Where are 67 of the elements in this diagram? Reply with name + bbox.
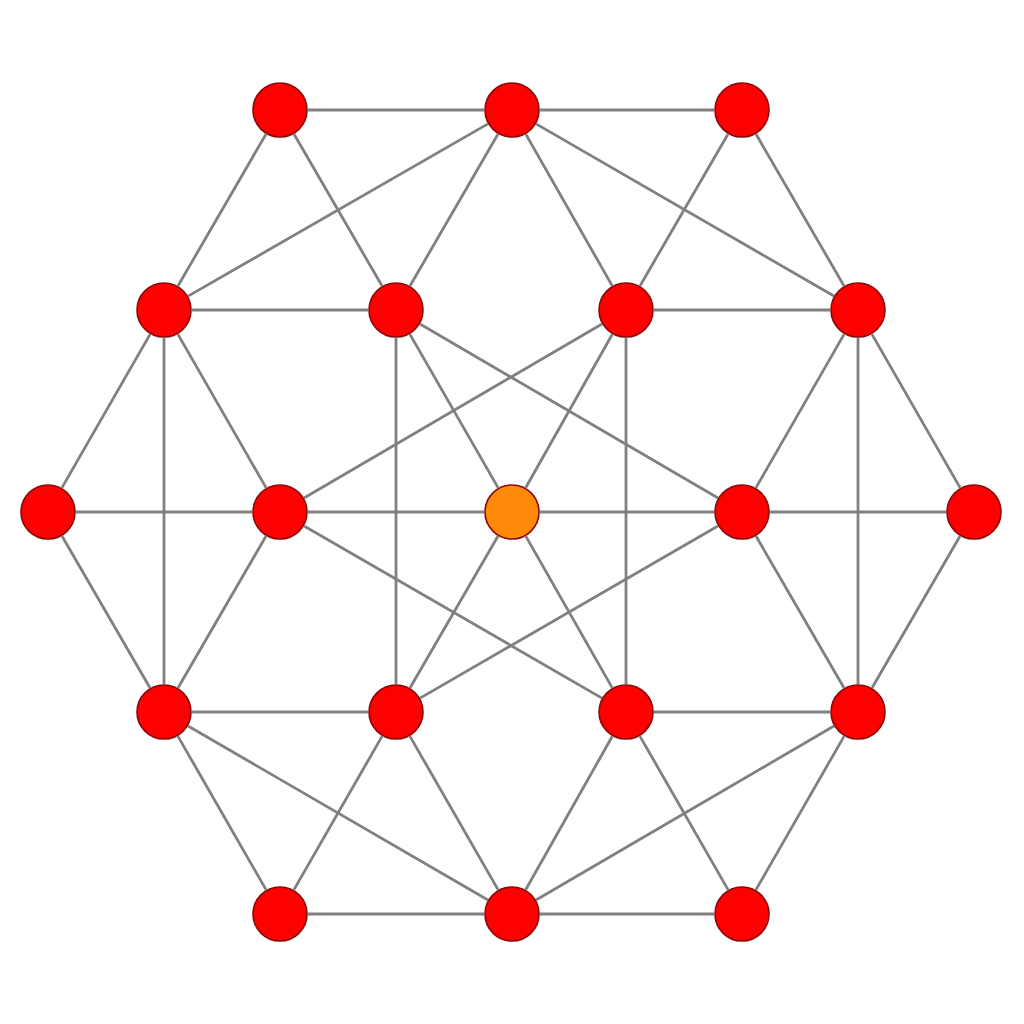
node-circle bbox=[368, 282, 424, 338]
edge-line bbox=[539, 912, 715, 916]
edge-line bbox=[307, 108, 485, 112]
edge-line bbox=[394, 337, 398, 685]
edge-line bbox=[870, 535, 962, 689]
node-circle bbox=[484, 484, 540, 540]
edge-line bbox=[408, 133, 500, 287]
node-circle bbox=[252, 82, 308, 138]
node-circle bbox=[484, 886, 540, 942]
node-circle bbox=[830, 282, 886, 338]
edge-line bbox=[524, 735, 614, 891]
edge-line bbox=[856, 337, 860, 685]
edge-line bbox=[539, 510, 715, 514]
node-circle bbox=[830, 684, 886, 740]
edge-line bbox=[524, 333, 614, 489]
edge-line bbox=[408, 333, 500, 489]
edge-line bbox=[75, 510, 253, 514]
edge-line bbox=[187, 122, 489, 298]
edge-line bbox=[191, 710, 369, 714]
node-circle bbox=[136, 684, 192, 740]
edge-line bbox=[419, 524, 719, 700]
edge-line bbox=[539, 108, 715, 112]
edge-line bbox=[408, 735, 500, 891]
node-circle bbox=[484, 82, 540, 138]
edge-line bbox=[191, 308, 369, 312]
edge-line bbox=[624, 337, 628, 685]
edge-line bbox=[638, 735, 730, 891]
edge-line bbox=[754, 535, 846, 689]
node-circle bbox=[252, 886, 308, 942]
edge-line bbox=[653, 308, 831, 312]
edge-line bbox=[307, 912, 485, 916]
edge-line bbox=[60, 535, 152, 689]
node-circle bbox=[714, 484, 770, 540]
edge-line bbox=[176, 133, 268, 287]
node-circle bbox=[946, 484, 1002, 540]
edge-line bbox=[754, 735, 846, 891]
edge-line bbox=[307, 510, 485, 514]
edge-line bbox=[292, 735, 384, 891]
edge-line bbox=[419, 322, 719, 500]
edge-line bbox=[176, 735, 268, 891]
edge-line bbox=[176, 535, 268, 689]
node-circle bbox=[136, 282, 192, 338]
edge-line bbox=[292, 133, 384, 287]
node-circle bbox=[252, 484, 308, 540]
edge-line bbox=[524, 535, 614, 689]
node-circle bbox=[598, 684, 654, 740]
edge-line bbox=[524, 133, 614, 287]
edge-line bbox=[754, 133, 846, 287]
node-circle bbox=[598, 282, 654, 338]
edge-line bbox=[535, 122, 835, 298]
edge-line bbox=[176, 333, 268, 489]
edge-line bbox=[303, 322, 603, 500]
node-circle bbox=[714, 82, 770, 138]
node-circle bbox=[368, 684, 424, 740]
edge-line bbox=[60, 333, 152, 489]
edge-line bbox=[870, 333, 962, 489]
edge-line bbox=[187, 724, 489, 902]
edge-line bbox=[303, 524, 603, 700]
edge-line bbox=[653, 710, 831, 714]
edge-line bbox=[769, 510, 947, 514]
edge-line bbox=[408, 535, 500, 689]
node-circle bbox=[714, 886, 770, 942]
edge-line bbox=[638, 133, 730, 287]
node-circle bbox=[20, 484, 76, 540]
edge-line bbox=[162, 337, 166, 685]
edge-line bbox=[535, 724, 835, 902]
edge-line bbox=[754, 333, 846, 489]
